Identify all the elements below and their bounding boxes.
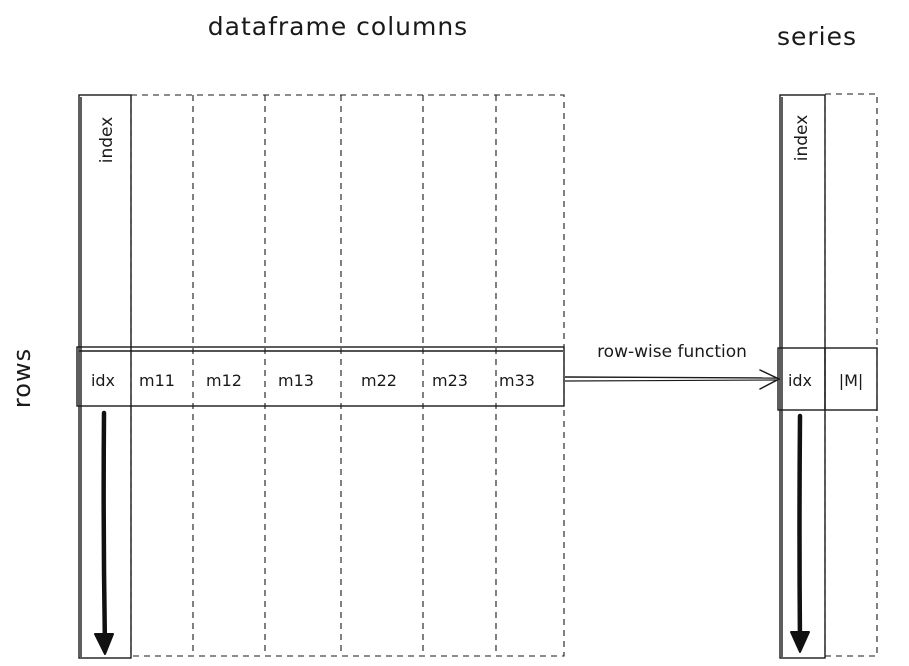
cell-m23: m23 — [432, 371, 468, 390]
rows-label: rows — [8, 348, 36, 408]
series: index idx |M| — [777, 93, 878, 659]
dataframe-rows-direction-arrow — [94, 410, 114, 655]
dataframe-index-label: index — [97, 117, 117, 164]
dataframe-row-index: idx — [91, 371, 115, 390]
series-title: series — [777, 22, 857, 51]
series-row — [777, 347, 878, 411]
cell-m33: m33 — [499, 371, 535, 390]
series-row-value: |M| — [839, 371, 864, 390]
cell-m12: m12 — [206, 371, 242, 390]
dataframe: index idx m11 m12 m13 m22 m23 m33 — [76, 94, 565, 659]
cell-m13: m13 — [278, 371, 314, 390]
row-wise-function-label: row-wise function — [597, 342, 747, 362]
cell-m22: m22 — [361, 371, 397, 390]
dataframe-row — [76, 346, 565, 407]
series-row-index: idx — [788, 371, 812, 390]
series-rows-direction-arrow — [790, 413, 810, 653]
cell-m11: m11 — [139, 371, 175, 390]
series-index-label: index — [792, 115, 812, 162]
dataframe-title: dataframe columns — [208, 12, 468, 41]
row-wise-function-arrow — [564, 369, 781, 390]
dataframe-index-column — [78, 94, 132, 659]
